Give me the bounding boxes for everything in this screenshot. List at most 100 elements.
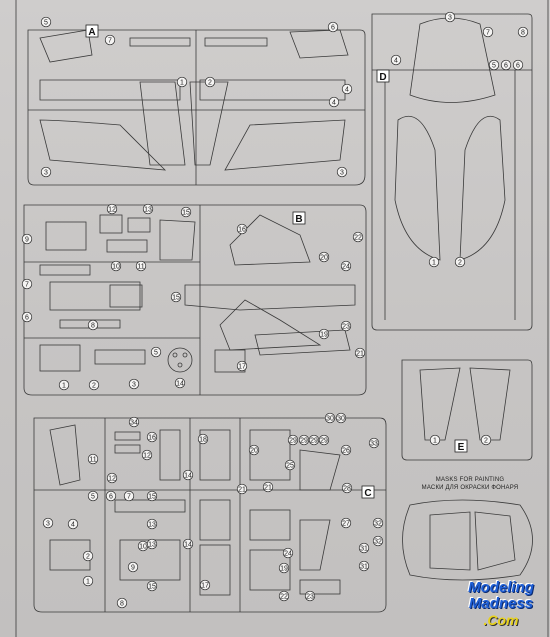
part-number-label: 9: [25, 237, 29, 244]
part-number-label: 29: [320, 438, 328, 445]
part-number-label: 3: [46, 521, 50, 528]
part-number-circle: [248, 444, 260, 456]
part-number-label: 8: [120, 601, 124, 608]
part-number-circle: [517, 26, 529, 38]
sprue-e-frame: [401, 359, 533, 461]
part-number-label: 20: [320, 255, 328, 262]
part-number-label: 6: [331, 25, 335, 32]
part-number-label: 25: [286, 463, 294, 470]
part-number-circle: [82, 550, 94, 562]
part-number-circle: [40, 16, 52, 28]
part-number-circle: [340, 517, 352, 529]
part-number-label: 22: [354, 235, 362, 242]
part-number-circle: [127, 561, 139, 573]
part-number-circle: [368, 437, 380, 449]
part-number-circle: [106, 472, 118, 484]
part-number-label: 10: [139, 544, 147, 551]
part-number-circle: [390, 54, 402, 66]
part-number-label: 3: [44, 170, 48, 177]
part-number-label: 24: [284, 551, 292, 558]
part-number-label: 4: [332, 100, 336, 107]
part-number-circle: [123, 490, 135, 502]
part-number-circle: [42, 517, 54, 529]
part-number-label: 14: [176, 381, 184, 388]
part-number-circle: [318, 434, 330, 446]
part-number-label: 12: [108, 476, 116, 483]
part-number-label: 2: [458, 260, 462, 267]
part-number-label: 1: [433, 438, 437, 445]
part-number-circle: [150, 346, 162, 358]
part-number-label: 29: [300, 438, 308, 445]
sprue-letter-b: B: [295, 214, 302, 225]
part-number-label: 5: [44, 20, 48, 27]
part-number-label: 19: [320, 332, 328, 339]
part-number-label: 17: [238, 364, 246, 371]
part-number-circle: [128, 378, 140, 390]
part-number-label: 26: [342, 448, 350, 455]
part-number-circle: [358, 542, 370, 554]
part-number-circle: [327, 21, 339, 33]
part-number-circle: [298, 434, 310, 446]
part-number-circle: [146, 431, 158, 443]
part-number-label: 21: [264, 485, 272, 492]
part-number-label: 32: [374, 521, 382, 528]
part-number-circle: [182, 538, 194, 550]
part-number-label: 4: [71, 522, 75, 529]
part-number-label: 15: [182, 210, 190, 217]
part-number-circle: [352, 231, 364, 243]
mask-title-ru: МАСКИ ДЛЯ ОКРАСКИ ФОНАРЯ: [421, 485, 519, 491]
part-number-circle: [21, 233, 33, 245]
part-number-label: 3: [132, 382, 136, 389]
part-number-label: 18: [199, 437, 207, 444]
part-number-circle: [82, 575, 94, 587]
part-number-label: 5: [154, 350, 158, 357]
part-number-circle: [236, 223, 248, 235]
part-number-label: 32: [374, 539, 382, 546]
part-number-circle: [142, 203, 154, 215]
part-number-circle: [429, 434, 441, 446]
part-number-label: 6: [516, 63, 520, 70]
part-number-label: 1: [86, 579, 90, 586]
sprue-d-frame: [371, 13, 533, 331]
part-number-label: 30: [326, 416, 334, 423]
part-number-circle: [480, 434, 492, 446]
part-number-label: 7: [486, 30, 490, 37]
part-number-label: 3: [448, 15, 452, 22]
part-number-label: 7: [108, 38, 112, 45]
sprue-letter-d: D: [379, 72, 386, 83]
part-number-label: 1: [180, 80, 184, 87]
part-number-label: 29: [310, 438, 318, 445]
part-number-circle: [87, 490, 99, 502]
sprue-letter-a: A: [88, 27, 95, 38]
mask-title-en: MASKS FOR PAINTING: [435, 477, 505, 483]
part-number-label: 24: [342, 264, 350, 271]
part-number-label: 23: [342, 324, 350, 331]
mask-title: MASKS FOR PAINTING МАСКИ ДЛЯ ОКРАСКИ ФОН…: [400, 476, 540, 492]
part-number-circle: [278, 562, 290, 574]
part-number-label: 11: [89, 457, 96, 464]
part-number-label: 12: [108, 207, 116, 214]
part-number-circle: [428, 256, 440, 268]
part-number-circle: [180, 206, 192, 218]
part-number-label: 16: [238, 227, 246, 234]
part-number-circle: [488, 59, 500, 71]
part-number-circle: [318, 251, 330, 263]
part-number-circle: [284, 459, 296, 471]
part-number-circle: [358, 560, 370, 572]
part-number-label: 6: [109, 494, 113, 501]
part-number-circle: [372, 517, 384, 529]
part-number-circle: [287, 434, 299, 446]
part-number-label: 28: [343, 486, 351, 493]
part-number-label: 17: [201, 583, 209, 590]
part-number-label: 5: [91, 494, 95, 501]
part-number-label: 3: [340, 170, 344, 177]
part-number-circle: [182, 469, 194, 481]
part-number-label: 14: [184, 473, 192, 480]
part-number-label: 31: [360, 564, 368, 571]
part-number-label: 30: [337, 416, 345, 423]
part-number-label: 5: [492, 63, 496, 70]
part-number-label: 8: [91, 323, 95, 330]
